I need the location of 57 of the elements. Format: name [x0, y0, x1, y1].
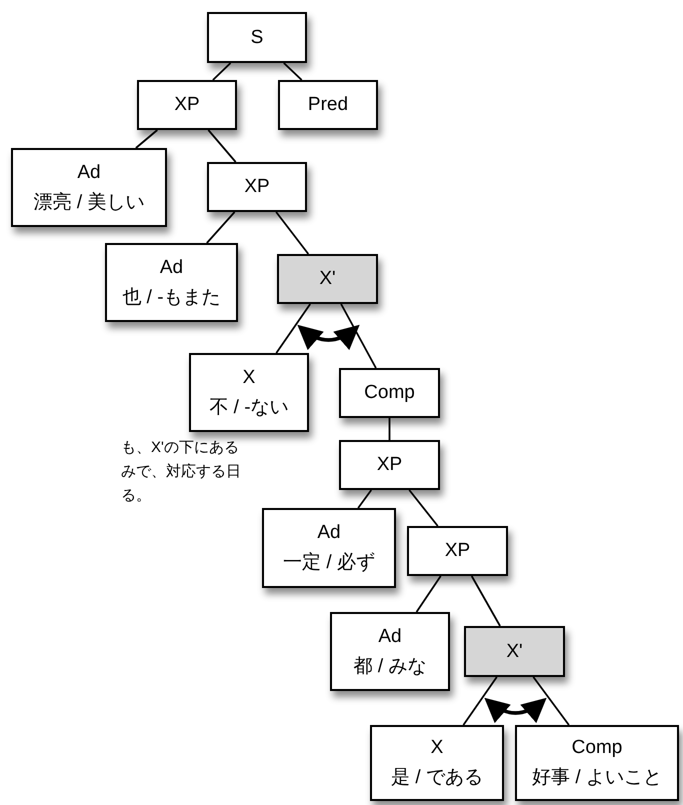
node-box	[11, 148, 167, 227]
node-label: Ad	[77, 160, 101, 184]
node-label: S	[250, 26, 264, 50]
node-label: Comp	[364, 381, 415, 405]
tree-branch-line	[416, 576, 442, 612]
node-label: 好事 / よいこと	[532, 766, 662, 790]
node-box	[189, 353, 309, 432]
note-text: みで、対応する日	[121, 462, 241, 482]
node-box	[262, 508, 396, 588]
node-box	[339, 440, 440, 490]
node-box	[370, 725, 504, 801]
node-box	[330, 612, 450, 691]
node-box	[278, 80, 378, 130]
node-label: 漂亮 / 美しい	[34, 190, 144, 214]
node-label: Comp	[572, 736, 622, 760]
tree-branch-line	[283, 62, 302, 81]
shaded-node-box	[277, 254, 378, 304]
node-label: 是 / である	[391, 766, 483, 790]
tree-branch-line	[275, 211, 310, 255]
tree-branch-line	[206, 211, 236, 244]
node-box	[407, 526, 508, 576]
tree-branch-line	[470, 576, 501, 626]
node-label: X'	[506, 640, 523, 664]
shaded-node-box	[464, 626, 565, 677]
node-box	[515, 725, 679, 801]
node-label: Ad	[317, 521, 341, 545]
tree-branch-line	[357, 489, 372, 509]
node-label: Ad	[378, 624, 402, 648]
note-text: る。	[121, 486, 152, 506]
node-label: XP	[244, 175, 270, 199]
tree-branch-line	[532, 676, 570, 726]
node-label: 也 / -もまた	[122, 286, 221, 310]
node-label: 不 / -ない	[209, 396, 289, 420]
tree-branch-line	[276, 303, 311, 354]
node-label: XP	[174, 93, 200, 117]
tree-branch-line	[340, 304, 377, 368]
note-text: も、X'の下にある	[121, 438, 240, 458]
tree-branch-line	[212, 62, 232, 81]
node-box	[137, 80, 237, 130]
tree-branch-line	[135, 129, 158, 149]
tree-branch-line	[388, 418, 390, 440]
node-box	[339, 368, 440, 418]
node-label: XP	[376, 453, 402, 477]
node-label: 都 / みな	[354, 654, 426, 678]
tree-branch-line	[462, 676, 498, 726]
node-box	[207, 12, 307, 63]
node-label: X	[242, 366, 256, 390]
node-box	[207, 162, 307, 212]
tree-branch-line	[208, 129, 236, 163]
node-label: XP	[444, 539, 470, 563]
node-label: 一定 / 必ず	[283, 551, 375, 575]
node-box	[105, 243, 238, 322]
tree-branch-line	[408, 489, 438, 527]
node-label: Pred	[308, 93, 348, 117]
node-label: X	[430, 736, 444, 760]
node-label: X'	[319, 267, 336, 291]
node-label: Ad	[160, 256, 184, 280]
